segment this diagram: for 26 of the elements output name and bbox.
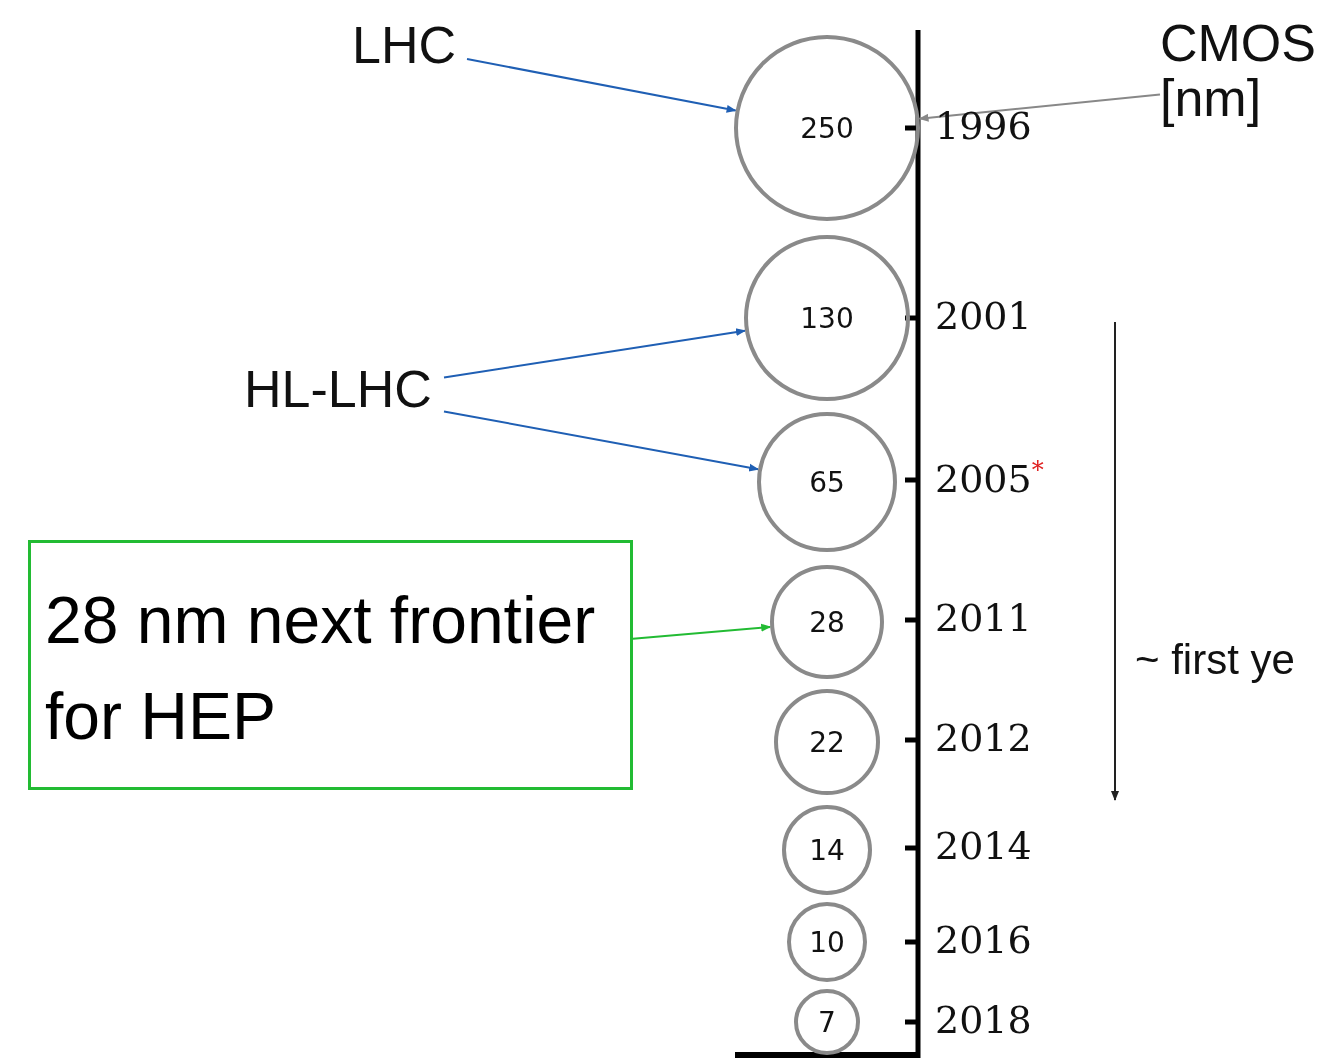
arrow [632,623,772,640]
node-size-circle: 7 [794,989,860,1055]
node-label: LHC [352,18,467,73]
node-label: CMOS [nm] [1160,16,1330,126]
year-label: 1996 [935,104,1032,148]
arrow [466,58,737,113]
node-size-circle: 28 [770,565,884,679]
node-size-circle: 65 [757,412,897,552]
node-size-circle: 22 [774,689,880,795]
callout-box: 28 nm next frontier for HEP [28,540,633,790]
year-label: 2005$^{*}$ [935,456,1044,501]
arrow [443,328,746,379]
year-label: 2011 [935,596,1032,640]
year-label: 2018 [935,998,1032,1042]
node-size-circle: 10 [787,902,867,982]
node-size-circle: 250 [734,35,920,221]
year-label: 2012 [935,716,1032,760]
node-size-circle: 14 [782,805,872,895]
arrow [918,93,1161,122]
node-size-circle: 130 [744,235,910,401]
year-label: 2001 [935,294,1032,338]
year-label: 2014 [935,824,1032,868]
node-label: HL-LHC [244,362,444,417]
arrow [443,410,760,472]
year-label: 2016 [935,918,1032,962]
note-text: ~ first ye [1135,636,1295,684]
